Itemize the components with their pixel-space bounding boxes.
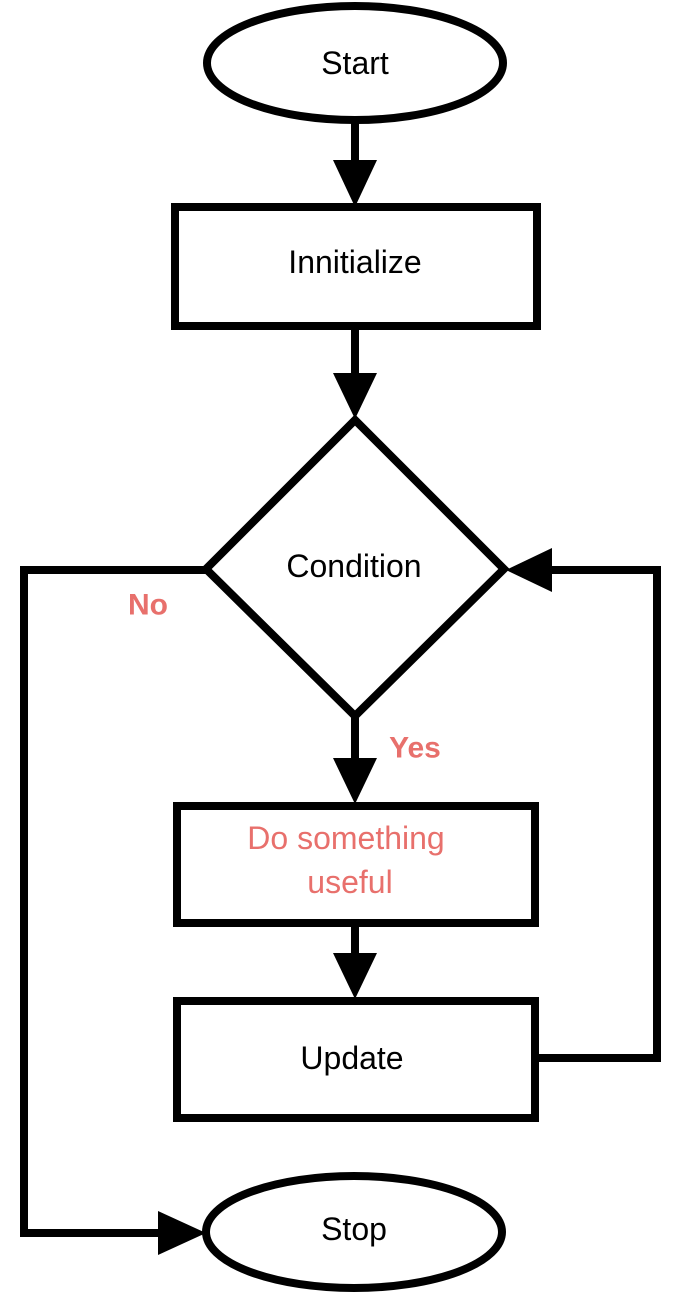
arrowhead-loop-back-icon — [506, 548, 552, 592]
edge-condition-no-to-stop — [20, 566, 206, 1237]
do-something-node: Do something useful — [173, 802, 539, 927]
condition-node: Condition — [200, 414, 510, 722]
edge-update-loop-back — [537, 566, 661, 1062]
do-something-label-line-2: useful — [307, 864, 392, 900]
no-branch-label: No — [128, 589, 168, 622]
initialize-node: Innitialize — [171, 203, 541, 330]
update-node: Update — [173, 997, 539, 1122]
arrowhead-initialize-icon — [333, 160, 377, 207]
arrowhead-do-something-icon — [333, 758, 377, 804]
condition-label: Condition — [286, 548, 421, 584]
start-label: Start — [321, 45, 389, 81]
arrowhead-condition-icon — [333, 373, 377, 419]
stop-label: Stop — [321, 1211, 387, 1247]
stop-node: Stop — [202, 1172, 506, 1292]
arrowhead-update-icon — [333, 953, 377, 999]
update-label: Update — [300, 1040, 403, 1076]
start-node: Start — [203, 2, 507, 124]
arrowhead-stop-icon — [158, 1211, 206, 1255]
do-something-label-line-1: Do something — [247, 820, 444, 856]
yes-branch-label: Yes — [389, 732, 441, 765]
edges — [20, 120, 661, 1255]
initialize-label: Innitialize — [288, 244, 421, 280]
